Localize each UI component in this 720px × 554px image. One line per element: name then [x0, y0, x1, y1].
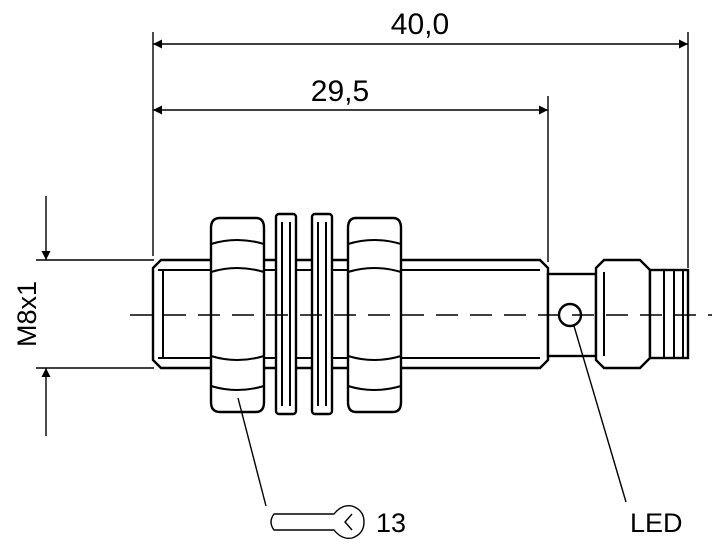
wrench-icon	[270, 504, 365, 540]
overall-length-label: 40,0	[391, 8, 449, 41]
lock-washer-right	[310, 212, 334, 416]
wrench-leader-line	[237, 397, 267, 507]
led-callout: LED	[573, 325, 683, 538]
wrench-size-label: 13	[376, 508, 406, 538]
led-label: LED	[630, 508, 683, 538]
sensor-body	[130, 212, 712, 416]
hex-nut-left-flat-2	[210, 267, 265, 273]
hex-nut-right-flat-4	[347, 385, 402, 391]
lock-washer-left-outline	[274, 212, 298, 416]
hex-nut-right-flat-1	[347, 239, 402, 245]
hex-nut-right-flat-3	[347, 355, 402, 361]
dimension-overall-length: 40,0	[152, 8, 689, 268]
thread-length-label: 29,5	[311, 75, 369, 108]
lock-washer-left	[274, 212, 298, 416]
wrench-size-callout: 13	[237, 397, 406, 540]
hex-nut-left-flat-3	[210, 355, 265, 361]
hex-nut-left-flat-4	[210, 385, 265, 391]
connector-tip	[648, 268, 690, 360]
wrench-jaw-icon	[344, 513, 353, 531]
thread-size-label: M8x1	[12, 281, 42, 347]
connector-plug	[594, 258, 652, 370]
led-leader-line	[573, 325, 627, 503]
lock-washer-right-outline	[310, 212, 334, 416]
hex-nut-right-flat-2	[347, 267, 402, 273]
dimension-thread-diameter: M8x1	[12, 196, 154, 436]
hex-nut-left-flat-1	[210, 239, 265, 245]
dimension-thread-length: 29,5	[153, 75, 549, 262]
